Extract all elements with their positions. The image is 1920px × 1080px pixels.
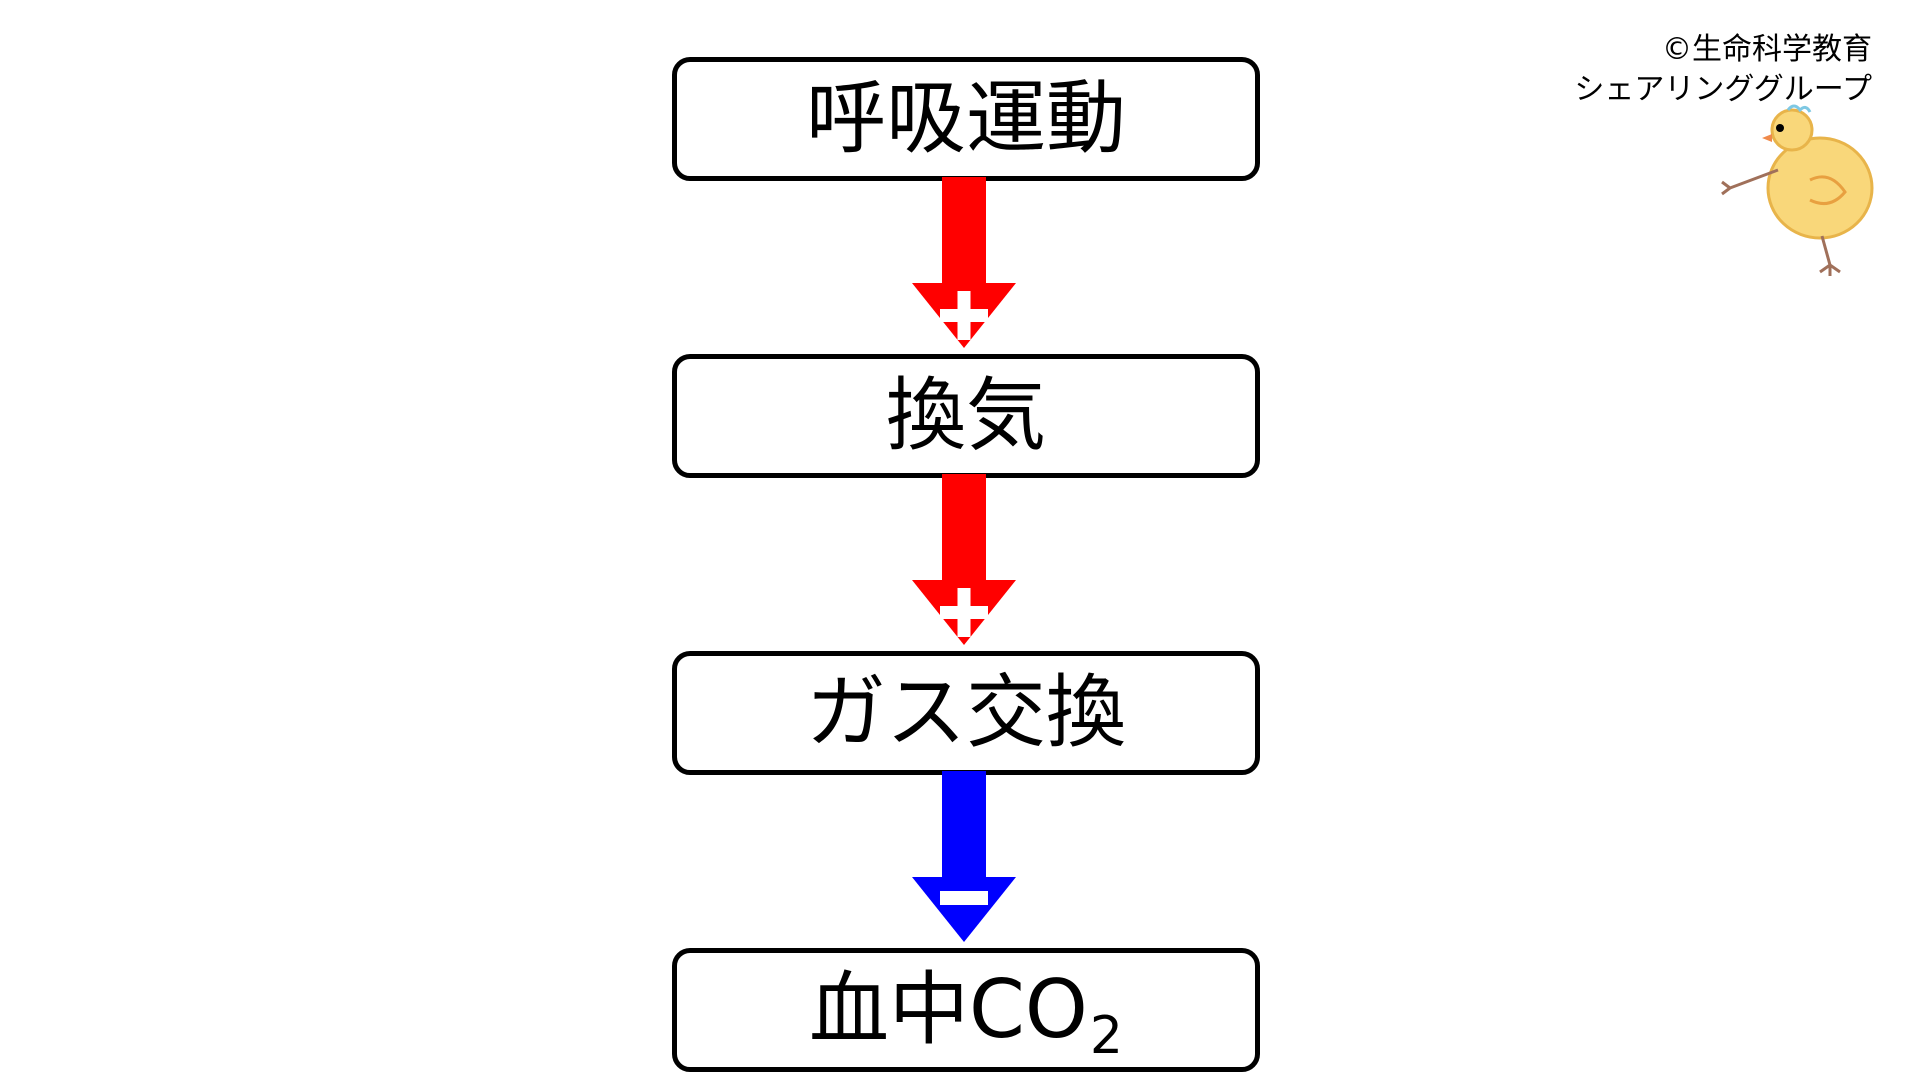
arrow-head [912,877,1016,942]
arrow-positive-1 [912,177,1016,348]
step-box-ventilation: 換気 [672,354,1260,478]
credit-line-2: シェアリンググループ [1574,72,1872,107]
step-label: ガス交換 [806,666,1126,759]
arrow-positive-2 [912,474,1016,645]
step-label: 呼吸運動 [806,72,1126,165]
step-label: 血中CO [809,963,1088,1056]
chick-icon [1721,104,1874,276]
arrow-shaft [942,474,986,582]
step-label-subscript: 2 [1089,1006,1123,1066]
credit-line-1: ©生命科学教育 [1662,32,1872,67]
arrow-negative [912,771,1016,942]
plus-sign-icon [940,588,988,637]
arrow-shaft [942,771,986,879]
step-box-gas-exchange: ガス交換 [672,651,1260,775]
copyright-credit: ©生命科学教育 シェアリンググループ [1574,30,1872,110]
step-label: 換気 [886,369,1046,462]
arrow-shaft [942,177,986,285]
plus-sign-icon [940,291,988,340]
step-box-respiratory-movement: 呼吸運動 [672,57,1260,181]
minus-sign-icon [940,891,988,905]
